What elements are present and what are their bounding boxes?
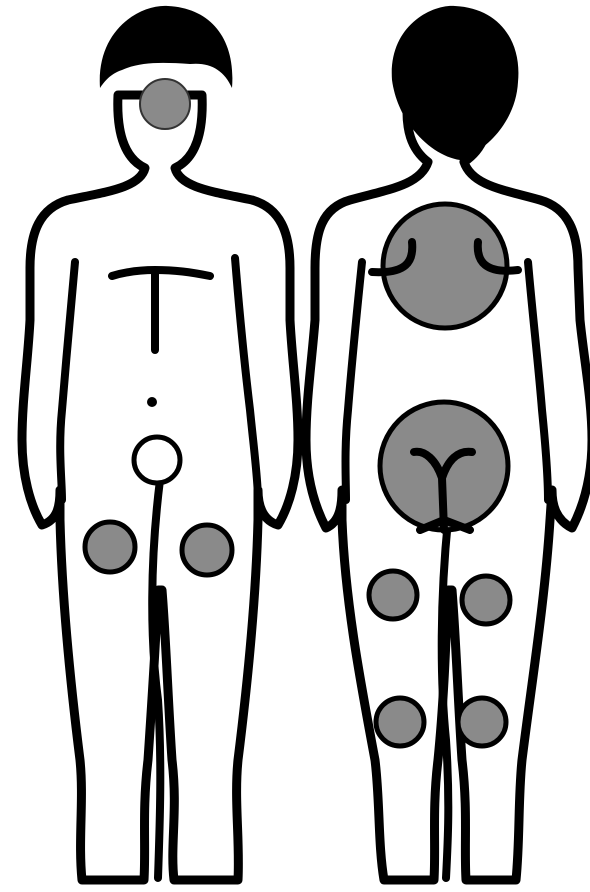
- front-hair: [100, 6, 233, 88]
- back-leg-divider: [442, 520, 449, 878]
- navel-dot: [147, 397, 157, 407]
- region-back-thigh-left: [369, 571, 417, 619]
- region-back-knee-left: [376, 698, 424, 746]
- region-pubis: [134, 437, 180, 483]
- region-back-thigh-right: [462, 576, 510, 624]
- back-figure: [306, 6, 590, 880]
- region-inner-thigh-left: [182, 525, 232, 575]
- region-chin: [140, 79, 190, 129]
- region-inner-thigh-right: [85, 522, 135, 572]
- region-back-knee-right: [458, 698, 506, 746]
- front-figure: [22, 6, 298, 880]
